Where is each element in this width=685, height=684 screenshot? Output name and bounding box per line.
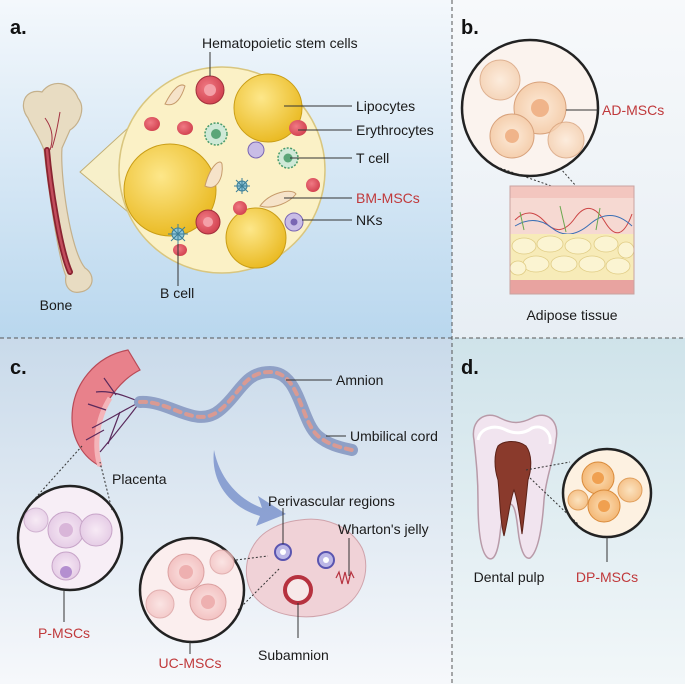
uc-msc-magnifier	[138, 536, 246, 644]
nk-cell	[247, 141, 265, 159]
t-cell-label: T cell	[356, 150, 389, 166]
lipocyte-cell	[225, 207, 287, 269]
t-cell-nucleus	[211, 129, 221, 139]
umbilical-cord	[134, 365, 358, 456]
p-mscs-label: P-MSCs	[38, 625, 90, 641]
bm-msc-cell	[164, 84, 186, 106]
perivascular-label: Perivascular regions	[268, 493, 395, 509]
bone-illustration	[22, 82, 93, 293]
p-msc-magnifier	[16, 484, 124, 592]
erythrocyte	[177, 121, 193, 135]
marrow-cells	[123, 73, 320, 269]
panel-b-letter: b.	[461, 17, 479, 39]
erythrocytes-label: Erythrocytes	[356, 122, 434, 138]
tooth-illustration	[472, 414, 558, 560]
lipocytes-label: Lipocytes	[356, 98, 415, 114]
erythrocyte	[144, 117, 160, 131]
ad-mscs-label: AD-MSCs	[602, 102, 664, 118]
bone-label: Bone	[40, 297, 73, 313]
panel-c-letter: c.	[10, 357, 27, 379]
wharton-jelly-label: Wharton's jelly	[338, 521, 429, 537]
ad-msc-magnifier	[460, 38, 600, 178]
adipose-tissue-block	[509, 185, 635, 295]
t-cell-nucleus	[283, 153, 293, 163]
uc-mscs-label: UC-MSCs	[159, 655, 222, 671]
subamnion-label: Subamnion	[258, 647, 329, 663]
erythrocyte	[306, 178, 320, 192]
hematopoietic-nucleus	[204, 84, 216, 96]
placenta-label: Placenta	[112, 471, 167, 487]
bm-msc-cell	[259, 190, 297, 208]
zoom-arrow	[213, 450, 286, 526]
nk-nucleus	[290, 218, 298, 226]
amnion-label: Amnion	[336, 372, 383, 388]
bm-msc-cell	[204, 161, 223, 188]
panel-c-leader-lines	[282, 508, 350, 638]
umbilical-cord-label: Umbilical cord	[350, 428, 438, 444]
panel-d-letter: d.	[461, 357, 479, 379]
lipocyte-cell	[123, 143, 217, 237]
p-msc-zoom-lines	[29, 445, 113, 511]
erythrocyte	[233, 201, 247, 215]
dental-pulp-label: Dental pulp	[474, 569, 545, 585]
adipose-tissue-label: Adipose tissue	[526, 307, 617, 323]
panel-a-letter: a.	[10, 17, 27, 39]
hematopoietic-nucleus	[203, 217, 213, 227]
lipocyte-cell	[233, 73, 303, 143]
b-cell	[234, 178, 250, 194]
erythrocyte	[289, 120, 307, 136]
dp-msc-zoom-lines	[525, 461, 579, 525]
hematopoietic-label: Hematopoietic stem cells	[202, 35, 358, 51]
erythrocyte	[173, 244, 187, 256]
nks-label: NKs	[356, 212, 382, 228]
bm-mscs-label: BM-MSCs	[356, 190, 420, 206]
b-cell	[168, 224, 188, 244]
uc-msc-zoom-lines	[235, 555, 281, 611]
b-cell-label: B cell	[160, 285, 194, 301]
dp-mscs-label: DP-MSCs	[576, 569, 638, 585]
panel-a-leader-lines	[177, 52, 352, 286]
dp-msc-magnifier	[561, 447, 653, 539]
